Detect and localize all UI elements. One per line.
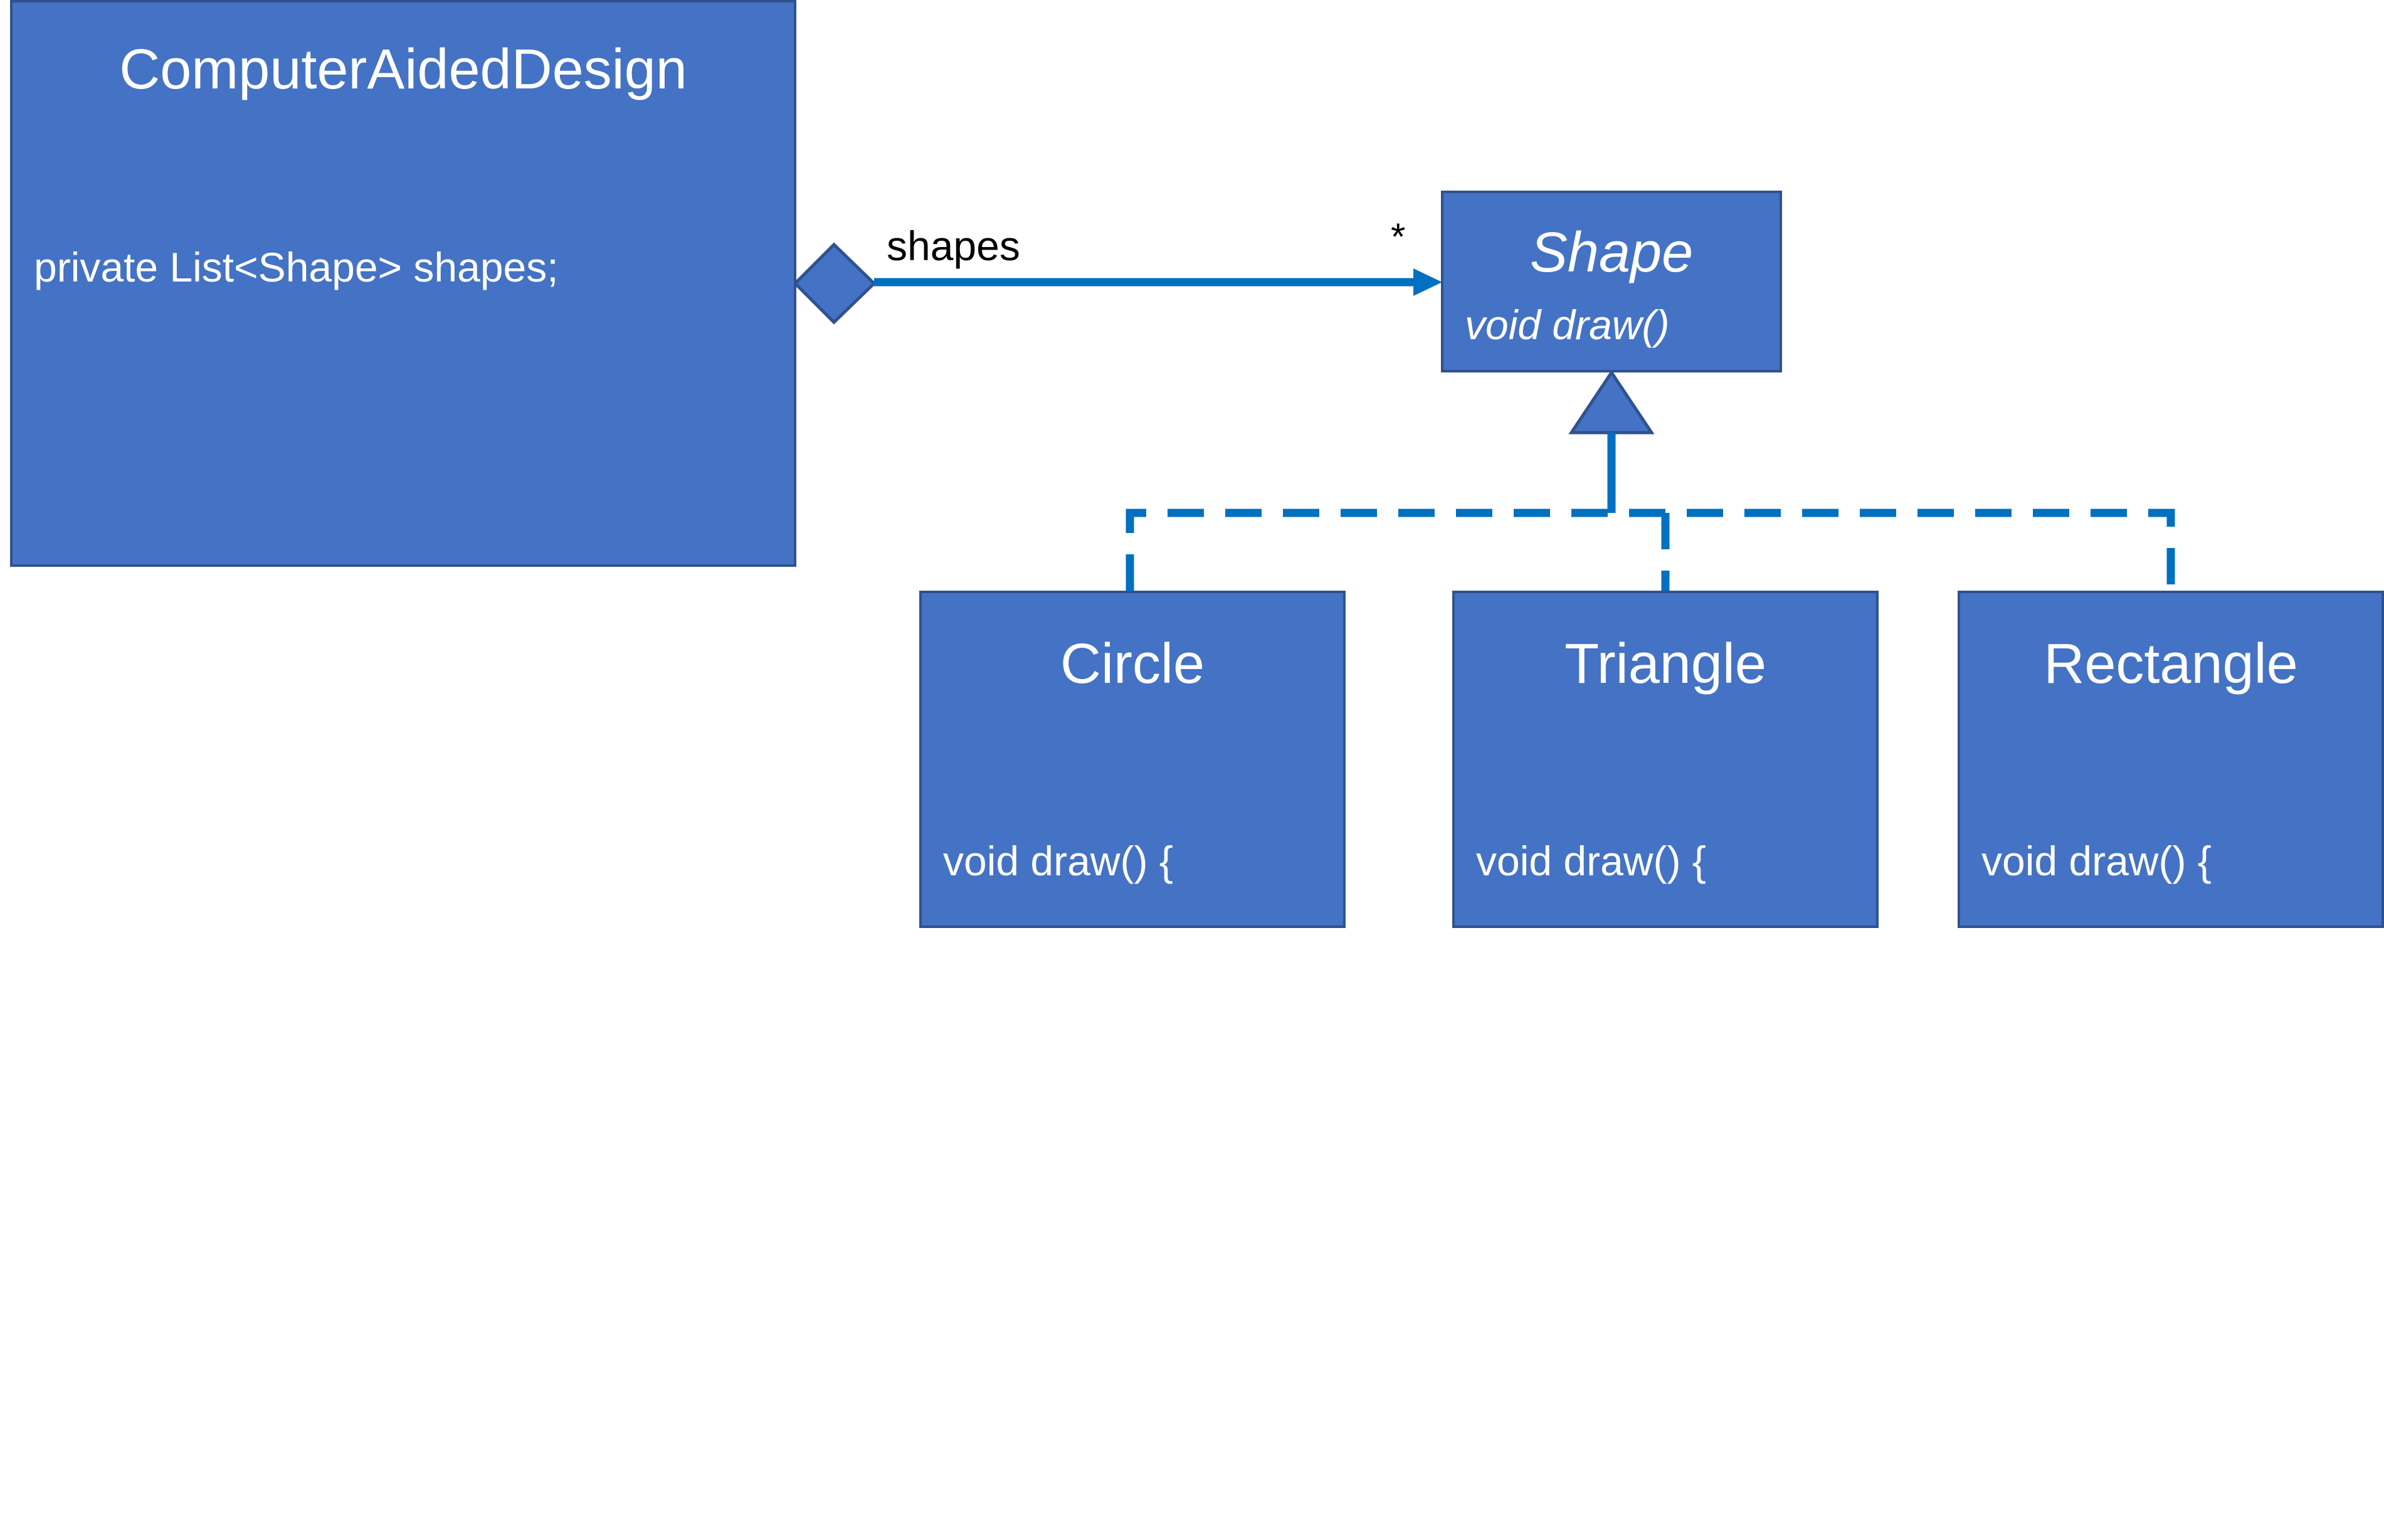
- code-line: }: [943, 1210, 957, 1257]
- class-body: void draw() { // Draw 3 lines }: [1476, 706, 1773, 1389]
- code-line: void render() {: [34, 616, 294, 663]
- code-line: void draw() {: [1981, 838, 2212, 884]
- composition-connector: [793, 242, 1442, 325]
- class-box-circle: Circle void draw() { // Draw a circle }: [919, 591, 1346, 1257]
- class-name: ComputerAidedDesign: [119, 38, 687, 101]
- code-line: }: [1476, 1210, 1490, 1257]
- class-box-shape: Shape void draw(): [1441, 191, 1782, 372]
- class-box-computer-aided-design: ComputerAidedDesign private List<Shape> …: [10, 0, 796, 1408]
- association-label: shapes: [887, 223, 1020, 269]
- code-line: }: [1981, 1210, 1996, 1257]
- code-line: for (Shape shape : shapes) {: [34, 803, 593, 849]
- code-line: void draw() {: [1476, 838, 1706, 884]
- class-name: Rectangle: [2044, 633, 2298, 695]
- code-line: }: [34, 1175, 83, 1221]
- code-line: void draw() {: [943, 838, 1173, 884]
- class-name: Triangle: [1564, 633, 1766, 695]
- inheritance-connector: [1126, 369, 2175, 591]
- code-line: }: [34, 1361, 48, 1408]
- realization-dashed-bus: [1126, 509, 2175, 591]
- class-name: Circle: [1060, 633, 1205, 695]
- connectors-layer: [793, 242, 2175, 591]
- code-line: private List<Shape> shapes;: [34, 244, 559, 290]
- class-body: void draw() { // Draw a circle }: [943, 706, 1251, 1389]
- class-name: Shape: [1529, 221, 1694, 284]
- class-body: private List<Shape> shapes; void render(…: [34, 112, 593, 1540]
- generalization-triangle-icon: [1568, 369, 1655, 435]
- class-box-triangle: Triangle void draw() { // Draw 3 lines }: [1452, 591, 1879, 1257]
- class-body: void draw() { // Draw 4 lines }: [1981, 706, 2278, 1389]
- multiplicity-label: *: [1391, 216, 1406, 258]
- class-box-rectangle: Rectangle void draw() { // Draw 4 lines …: [1958, 591, 2384, 1257]
- code-line: [34, 423, 593, 485]
- code-line: shape.draw();: [34, 989, 356, 1035]
- method-signature: void draw(): [1465, 302, 1670, 348]
- code-line: // Draw 3 lines: [1476, 1024, 1773, 1070]
- association-arrowhead-icon: [1413, 268, 1442, 296]
- code-line: // Draw a circle: [943, 1024, 1252, 1070]
- composition-diamond-icon: [793, 242, 877, 325]
- code-line: // Draw 4 lines: [1981, 1024, 2279, 1070]
